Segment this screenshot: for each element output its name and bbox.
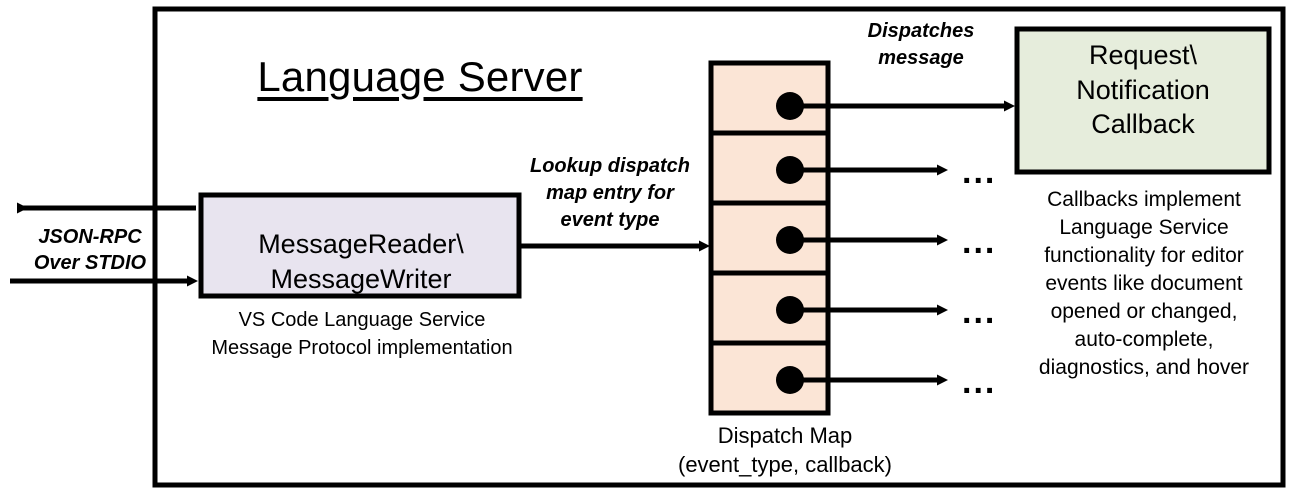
request-notification-callback-label: Request\ Notification Callback (1076, 40, 1210, 140)
message-reader-writer-node[interactable] (198, 192, 522, 299)
ellipsis-row-2: ... (962, 153, 997, 191)
message-reader-writer-caption: VS Code Language Service Message Protoco… (211, 309, 513, 359)
ellipsis-row-5: ... (962, 363, 997, 401)
lookup-dispatch-edge-label: Lookup dispatch map entry for event type (530, 155, 690, 232)
language-server-container (152, 6, 1286, 488)
dispatch-map-row[interactable] (708, 60, 831, 136)
message-reader-writer-label: MessageReader\ MessageWriter (258, 229, 464, 295)
ellipsis-row-3: ... (962, 223, 997, 261)
dispatch-map-table[interactable] (708, 60, 831, 416)
page-title: Language Server (257, 53, 583, 100)
dispatch-map-caption: Dispatch Map (event_type, callback) (678, 423, 892, 478)
request-notification-callback-caption: Callbacks implement Language Service fun… (1038, 188, 1250, 379)
ellipsis-row-4: ... (962, 293, 997, 331)
request-notification-callback-node[interactable] (1014, 26, 1272, 175)
dispatches-message-edge-label: Dispatches message (867, 20, 975, 70)
json-rpc-label: JSON-RPC Over STDIO (33, 226, 147, 275)
